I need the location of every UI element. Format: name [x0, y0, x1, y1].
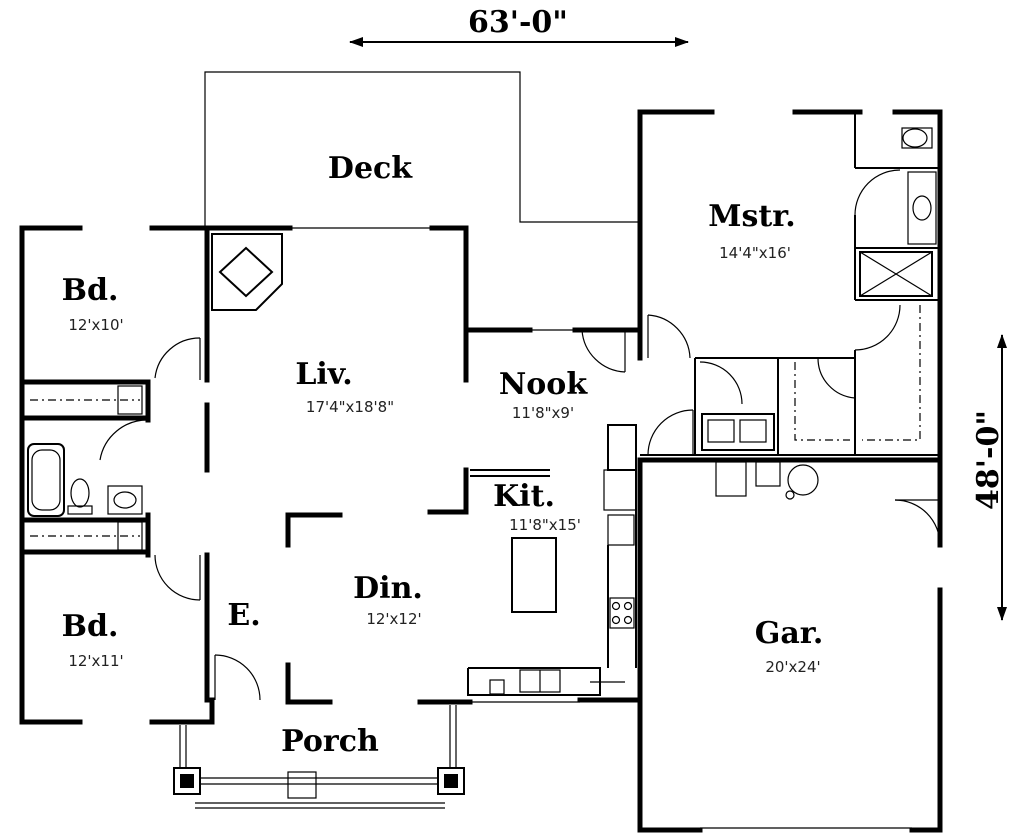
bedroom-1-label: Bd.: [62, 273, 119, 308]
entry-label: E.: [227, 598, 260, 633]
width-dimension-label: 63'-0": [468, 5, 568, 40]
master-size: 14'4"x16': [719, 244, 791, 262]
exterior-walls: [19, 109, 943, 833]
kitchen-label: Kit.: [493, 479, 555, 514]
nook-label: Nook: [499, 367, 588, 402]
bedroom-2-size: 12'x11': [68, 652, 123, 670]
garage-label: Gar.: [755, 616, 824, 651]
dining-label: Din.: [353, 571, 423, 606]
dining-size: 12'x12': [366, 610, 421, 628]
bedroom-1-size: 12'x10': [68, 316, 123, 334]
deck-label: Deck: [328, 151, 413, 186]
porch-label: Porch: [281, 724, 379, 759]
bedroom-2-label: Bd.: [62, 609, 119, 644]
fixtures: [27, 127, 937, 809]
living-label: Liv.: [295, 357, 352, 392]
nook-size: 11'8"x9': [512, 404, 574, 422]
doors: [99, 169, 941, 701]
kitchen-size: 11'8"x15': [509, 516, 581, 534]
width-dimension: 63'-0": [349, 5, 689, 47]
interior-walls: [19, 112, 940, 705]
depth-dimension-label: 48'-0": [971, 410, 1006, 510]
depth-dimension: 48'-0": [971, 334, 1007, 621]
deck-outline: [204, 71, 638, 228]
room-labels: Deck Mstr. 14'4"x16' Bd. 12'x10' Liv. 17…: [62, 151, 824, 759]
living-size: 17'4"x18'8": [306, 398, 394, 416]
master-label: Mstr.: [708, 199, 795, 234]
garage-size: 20'x24': [765, 658, 820, 676]
